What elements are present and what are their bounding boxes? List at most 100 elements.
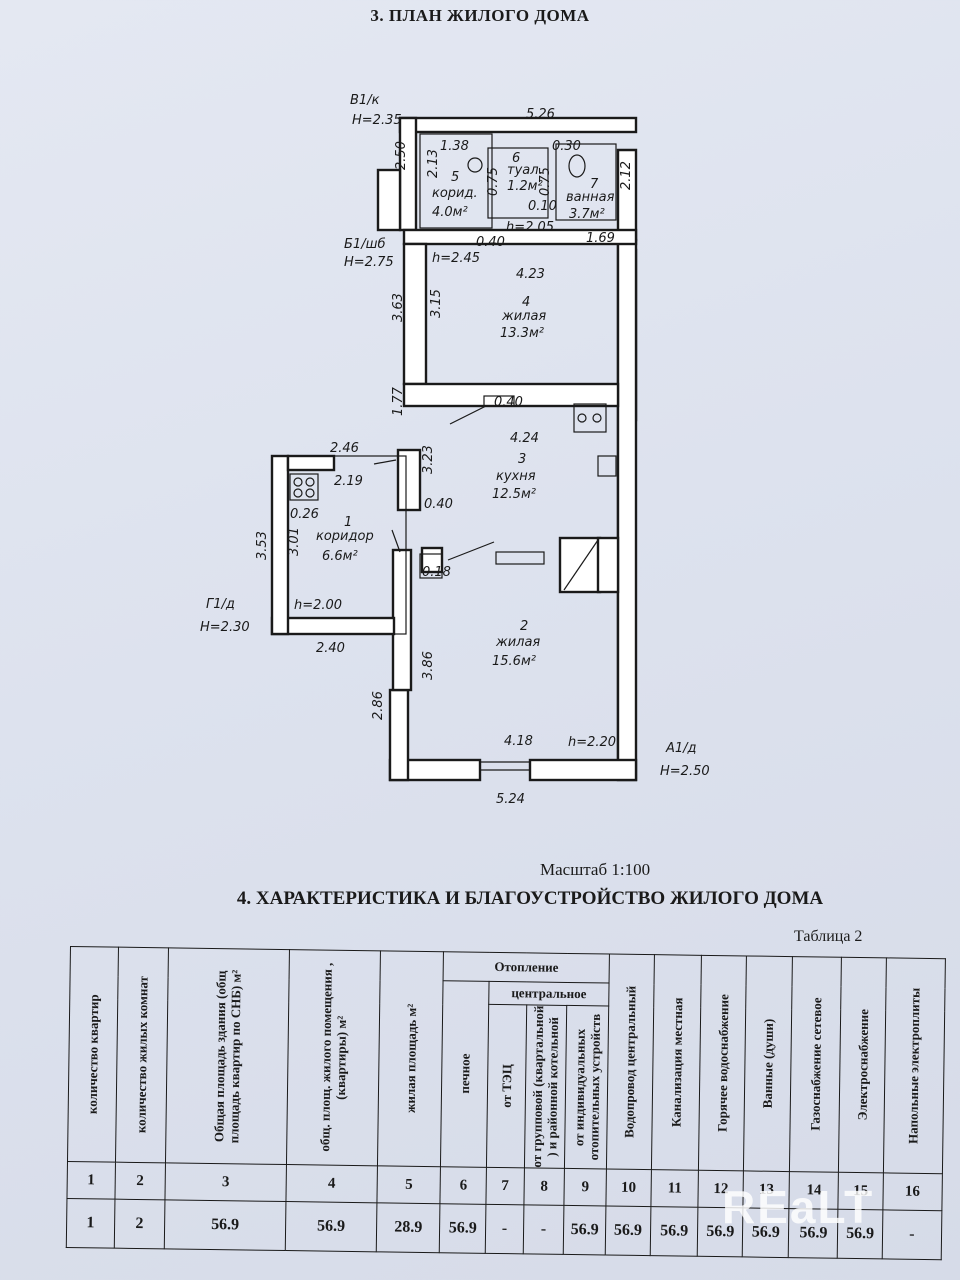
svg-text:жилая: жилая: [495, 635, 540, 650]
value-cell: 56.9: [563, 1205, 606, 1256]
svg-text:1.69: 1.69: [586, 231, 615, 246]
svg-text:h=2.45: h=2.45: [432, 251, 480, 266]
corner-b1-label: Б1/шб: [344, 237, 385, 252]
header-cell: Канализация местная: [668, 997, 685, 1128]
value-cell: 1: [66, 1198, 115, 1249]
svg-text:туал.: туал.: [507, 163, 543, 178]
heating-group-header: Отопление: [443, 951, 610, 984]
room-2: 2 жилая 15.6м²: [492, 619, 540, 669]
floor-plan: В1/к Н=2.35 Б1/шб Н=2.75 Г1/д Н=2.30 А1/…: [200, 93, 710, 807]
svg-text:6.6м²: 6.6м²: [322, 549, 358, 564]
svg-text:0.18: 0.18: [422, 565, 451, 580]
corner-g1-height: Н=2.30: [200, 620, 250, 635]
svg-text:12.5м²: 12.5м²: [492, 487, 536, 502]
svg-text:3.15: 3.15: [429, 289, 444, 318]
svg-text:13.3м²: 13.3м²: [500, 326, 544, 341]
column-number: 16: [882, 1172, 943, 1211]
column-number: 1: [66, 1161, 116, 1200]
dimensions: 5.26 2.50 2.13 1.38 0.30 2.12 0.75 0.75 …: [255, 107, 634, 807]
header-cell: от ТЭЦ: [498, 1064, 515, 1108]
corridor-annex: [270, 454, 407, 636]
value-cell: 56.9: [605, 1206, 651, 1256]
svg-text:5: 5: [451, 170, 459, 185]
svg-text:2.86: 2.86: [371, 691, 386, 720]
svg-text:2.13: 2.13: [426, 149, 441, 178]
svg-text:3.7м²: 3.7м²: [569, 207, 605, 222]
value-cell: 28.9: [376, 1202, 441, 1253]
value-cell: -: [485, 1204, 524, 1254]
room-3: 3 кухня 12.5м²: [492, 452, 536, 502]
corner-b1-height: Н=2.75: [344, 255, 394, 270]
column-number: 5: [376, 1165, 441, 1204]
wall-upper-left: [398, 116, 418, 232]
table-caption: Таблица 2: [794, 928, 863, 945]
svg-text:3.63: 3.63: [391, 293, 406, 322]
svg-text:2.46: 2.46: [330, 441, 359, 456]
svg-text:2: 2: [520, 619, 528, 634]
header-cell: Водопровод центральный: [621, 985, 639, 1138]
wall-room4-top: [402, 228, 638, 246]
svg-text:коридор: коридор: [316, 529, 374, 544]
svg-text:кухня: кухня: [496, 469, 536, 484]
svg-text:15.6м²: 15.6м²: [492, 654, 536, 669]
scale-label: Масштаб 1:100: [540, 860, 651, 879]
header-cell: Общая площадь здания (общ площадь кварти…: [211, 969, 244, 1144]
svg-text:3.01: 3.01: [287, 527, 302, 556]
svg-text:4: 4: [522, 295, 530, 310]
value-cell: -: [881, 1209, 942, 1260]
svg-text:3.23: 3.23: [421, 445, 436, 474]
room-4: 4 жилая 13.3м²: [500, 295, 546, 341]
svg-text:ванная: ванная: [566, 190, 615, 205]
central-group-header: центральное: [488, 981, 610, 1007]
corner-v1-label: В1/к: [350, 93, 380, 108]
column-number: 4: [285, 1164, 378, 1203]
svg-text:7: 7: [590, 177, 599, 192]
svg-text:3: 3: [518, 452, 526, 467]
svg-text:2.40: 2.40: [316, 641, 345, 656]
svg-text:0.40: 0.40: [494, 395, 523, 410]
svg-text:корид.: корид.: [432, 186, 478, 201]
header-cell: Газоснабжение сетевое: [807, 997, 825, 1132]
wall-top-upper: [398, 116, 638, 134]
svg-text:1.38: 1.38: [440, 139, 469, 154]
svg-text:1: 1: [344, 515, 352, 530]
column-number: 8: [523, 1167, 565, 1206]
svg-text:жилая: жилая: [501, 309, 546, 324]
svg-text:0.75: 0.75: [486, 167, 501, 196]
wall-main-left-lower: [388, 688, 410, 782]
header-cell: от групповой (квартальной ) и районной к…: [529, 1005, 562, 1168]
svg-text:5.24: 5.24: [496, 792, 525, 807]
svg-text:3.53: 3.53: [255, 531, 270, 560]
column-number: 10: [605, 1169, 652, 1207]
svg-text:h=2.05: h=2.05: [506, 220, 554, 235]
value-cell: 56.9: [649, 1206, 699, 1257]
header-cell: Электроснабжение: [854, 1009, 871, 1121]
svg-text:h=2.00: h=2.00: [294, 598, 342, 613]
corner-a1-label: А1/д: [665, 741, 697, 756]
svg-text:5.26: 5.26: [526, 107, 555, 122]
header-cell: жилая площадь м²: [402, 1004, 419, 1114]
header-cell: Горячее водоснабжение: [714, 994, 732, 1133]
svg-text:h=2.20: h=2.20: [568, 735, 616, 750]
svg-text:0.30: 0.30: [552, 139, 581, 154]
watermark-logo: REaLT: [722, 1181, 875, 1233]
value-cell: 2: [113, 1199, 165, 1249]
svg-text:2.19: 2.19: [334, 474, 363, 489]
value-cell: 56.9: [285, 1201, 377, 1252]
wall-main-bottom-right: [528, 758, 638, 782]
wall-main-right: [616, 238, 638, 782]
door-lines: [373, 405, 599, 771]
svg-text:0.26: 0.26: [290, 507, 319, 522]
header-cell: общ. площ. жилого помещения , (квартиры)…: [317, 963, 350, 1153]
column-number: 7: [485, 1167, 525, 1205]
svg-text:0.40: 0.40: [476, 235, 505, 250]
column-number: 2: [114, 1162, 166, 1200]
header-cell: Ванные (души): [760, 1018, 777, 1109]
header-cell: Напольные электроплиты: [905, 987, 923, 1144]
corner-g1-label: Г1/д: [206, 597, 235, 612]
svg-text:1.2м²: 1.2м²: [507, 179, 543, 194]
page-title: 3. ПЛАН ЖИЛОГО ДОМА: [370, 6, 590, 25]
header-cell: количество жилых комнат: [133, 976, 151, 1134]
corner-v1-height: Н=2.35: [352, 113, 402, 128]
svg-text:6: 6: [512, 151, 520, 166]
